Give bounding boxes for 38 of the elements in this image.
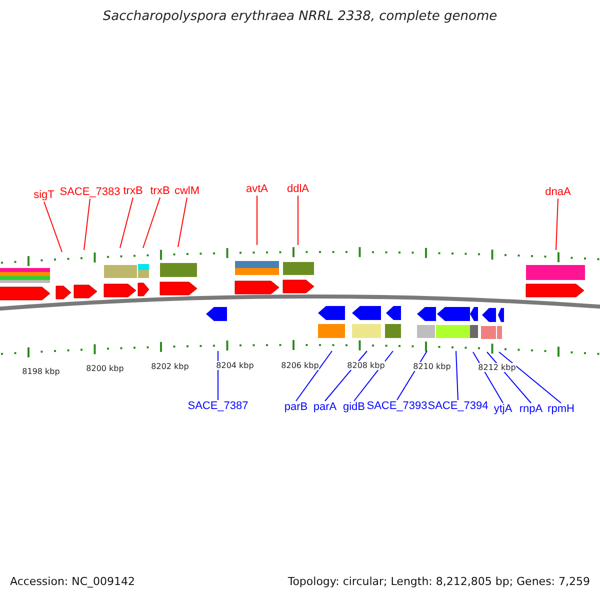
leader-line [178, 197, 188, 248]
leader-line [456, 350, 458, 400]
leader-line [256, 195, 258, 246]
gene-label: dnaA [545, 186, 571, 199]
axis-tick-label: 8202 kbp [151, 362, 189, 372]
gene-label: SACE_7393 [366, 400, 428, 413]
gene-label: SACE_7387 [188, 400, 248, 413]
gene-label: cwlM [174, 185, 200, 198]
leader-line [44, 201, 62, 252]
leader-line [142, 197, 160, 248]
gene-label: rnpA [519, 403, 543, 416]
gene-label: trxB [150, 185, 170, 198]
gene-label: sigT [34, 189, 54, 202]
gene-label: parA [313, 401, 337, 414]
axis-tick-label: 8206 kbp [281, 361, 319, 370]
gene-label: SACE_7394 [428, 400, 488, 413]
title: Saccharopolyspora erythraea NRRL 2338, complete genome [102, 10, 498, 25]
leader-line [120, 197, 134, 248]
gene-label: rpmH [548, 403, 574, 416]
gene-label: ddlA [286, 183, 310, 196]
gene-label: avtA [246, 183, 268, 196]
axis-tick-label: 8212 kbp [478, 363, 516, 372]
axis-tick-label: 8208 kbp [347, 361, 385, 370]
gene-label: gidB [342, 401, 366, 414]
leader-line [498, 352, 562, 404]
leader-line [556, 198, 558, 250]
axis-tick-label: 8200 kbp [86, 364, 124, 374]
axis-tick-label: 8204 kbp [216, 361, 254, 370]
leader-line [296, 350, 332, 402]
gene-label: parB [284, 401, 308, 414]
axis-tick-label: 8198 kbp [22, 367, 60, 376]
gene-label: ytjA [494, 403, 512, 416]
genome-stats-text: Topology: circular; Length: 8,212,805 bp; Genes: 7,259 [288, 576, 590, 589]
gene-label: SACE_7383 [60, 186, 120, 199]
gene-label: trxB [123, 185, 143, 198]
accession-text: Accession: NC_009142 [10, 576, 136, 589]
axis-tick-label: 8210 kbp [413, 362, 451, 372]
leader-line [84, 198, 90, 250]
